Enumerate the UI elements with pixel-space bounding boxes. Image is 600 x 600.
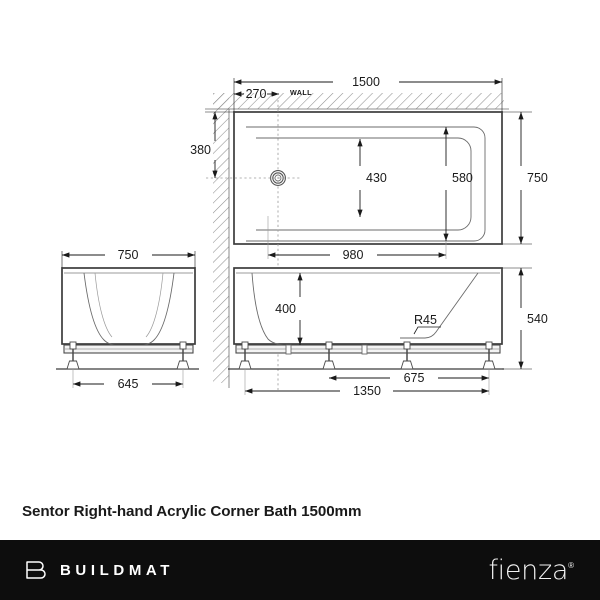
dim-corner-radius: R45 xyxy=(414,313,437,327)
front-elevation-view xyxy=(228,267,504,370)
dim-drain-from-wall: 380 xyxy=(190,143,211,157)
front-elevation-dimensions: 400 540 R45 675 1350 xyxy=(244,267,548,398)
dim-inner-base-length: 980 xyxy=(343,248,364,262)
wall-hatching xyxy=(205,93,509,388)
manufacturer-name: fienza xyxy=(488,554,569,586)
dim-internal-depth: 400 xyxy=(275,302,296,316)
dim-inner-base-width: 430 xyxy=(366,171,387,185)
brand-footer: BUILDMAT fienza ® xyxy=(0,540,600,600)
callout-corner-radius: R45 xyxy=(413,313,441,335)
dim-wall-offset: 270 xyxy=(246,87,267,101)
dim-overall-length: 1500 xyxy=(352,75,380,89)
wall-label: WALL xyxy=(290,88,312,97)
dim-side-overall-width: 750 xyxy=(118,248,139,262)
dim-foot-span-side: 645 xyxy=(118,377,139,391)
retailer-name: BUILDMAT xyxy=(60,561,175,579)
technical-drawing: 1500 270 WALL 380 750 xyxy=(56,75,548,398)
title-bar: Sentor Right-hand Acrylic Corner Bath 15… xyxy=(0,487,600,535)
registered-trademark-icon: ® xyxy=(568,560,574,570)
manufacturer-brand[interactable]: fienza ® xyxy=(488,557,574,584)
side-elevation-dimensions: 750 645 xyxy=(61,248,196,391)
buildmat-b-logo-icon xyxy=(26,561,46,579)
page-title: Sentor Right-hand Acrylic Corner Bath 15… xyxy=(22,502,362,520)
dim-foot-span: 1350 xyxy=(353,384,381,398)
dim-plan-overall-width: 750 xyxy=(527,171,548,185)
plan-view xyxy=(206,100,503,390)
dim-inner-rim-width: 580 xyxy=(452,171,473,185)
side-elevation-view xyxy=(56,267,199,370)
dim-foot-spacing-right: 675 xyxy=(404,371,425,385)
plan-dimensions: 1500 270 WALL 380 750 xyxy=(190,75,548,262)
adjustable-feet xyxy=(238,341,496,370)
retailer-brand[interactable]: BUILDMAT xyxy=(24,560,174,580)
adjustable-feet-side xyxy=(66,341,190,370)
dim-overall-height: 540 xyxy=(527,312,548,326)
